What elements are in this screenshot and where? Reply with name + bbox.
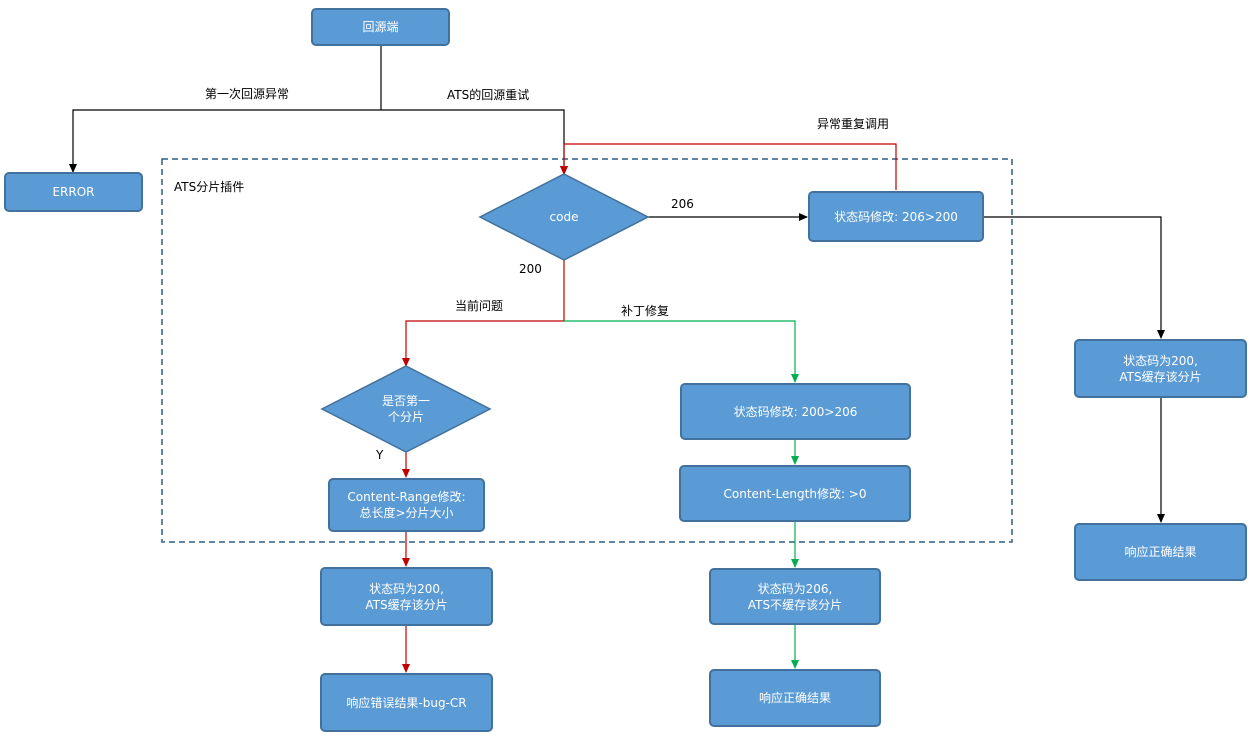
response-correct-right-node: 响应正确结果 [1074,523,1247,581]
plugin-boundary [161,158,1013,543]
is-first-diamond-label: 是否第一 个分片 [381,394,430,424]
status-200-cache-left-node: 状态码为200, ATS缓存该分片 [320,567,493,626]
response-correct-mid-node: 响应正确结果 [709,669,881,727]
response-wrong-node: 响应错误结果-bug-CR [320,673,493,732]
status-200-206-node: 状态码修改: 200>206 [680,383,911,440]
label-patch-fix: 补丁修复 [621,304,670,318]
content-length-node: Content-Length修改: >0 [679,465,911,522]
content-range-node: Content-Range修改: 总长度>分片大小 [328,478,485,532]
edge-patch-fix [564,320,799,383]
label-code-200: 200 [519,262,542,276]
label-code-206: 206 [671,197,694,211]
origin-node: 回源端 [311,8,450,46]
status-206-nocache-node: 状态码为206, ATS不缓存该分片 [709,568,881,625]
status-206-200-node: 状态码修改: 206>200 [808,191,984,242]
edge-repeat-call [560,143,897,190]
plugin-title: ATS分片插件 [174,180,245,194]
edge-206-to-cache [984,216,1165,339]
is-first-diamond [320,365,492,453]
label-current-issue: 当前问题 [455,299,504,313]
label-yes: Y [376,448,384,462]
code-diamond [478,173,650,261]
label-ats-retry: ATS的回源重试 [447,88,530,102]
label-repeat-call: 异常重复调用 [817,117,890,131]
code-diamond-label: code [549,210,579,224]
edge-origin-to-error [69,109,381,173]
edge-origin-to-code [381,109,568,175]
label-first-origin-error: 第一次回源异常 [205,87,290,101]
status-200-cache-right-node: 状态码为200, ATS缓存该分片 [1074,339,1247,398]
error-node: ERROR [4,172,143,212]
edge-current-issue [402,320,564,367]
